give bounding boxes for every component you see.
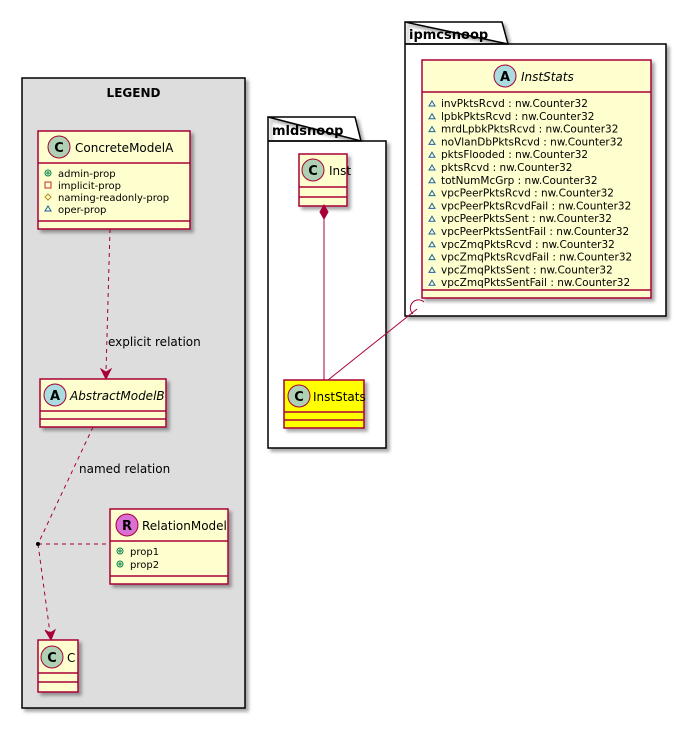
relation-stereotype-icon: R xyxy=(115,513,139,537)
attribute-vpcPeerPktsRcvdFail: vpcPeerPktsRcvdFail : nw.Counter32 xyxy=(441,200,631,212)
svg-text:A: A xyxy=(500,70,510,85)
class-stereotype-icon: C xyxy=(47,135,71,159)
inst-class[interactable]: C Inst xyxy=(298,153,351,207)
svg-text:R: R xyxy=(122,519,132,534)
visibility-package-icon xyxy=(428,189,436,197)
explicit-relation-label: explicit relation xyxy=(108,335,201,349)
visibility-public-icon xyxy=(116,560,124,568)
visibility-package-icon xyxy=(44,205,52,212)
abstract-model-b-name: AbstractModelB xyxy=(69,389,165,403)
legend-package: LEGEND C ConcreteModelA admin-prop impli… xyxy=(21,77,246,709)
c-class-name: C xyxy=(67,651,75,665)
visibility-package-icon xyxy=(428,266,436,273)
prop-prop1: prop1 xyxy=(130,547,159,558)
ipmcsnoop-package-name: ipmcsnoop xyxy=(409,28,488,43)
attribute-pktsRcvd: pktsRcvd : nw.Counter32 xyxy=(441,162,572,174)
visibility-package-icon xyxy=(428,228,436,235)
visibility-package-icon xyxy=(428,138,436,145)
attribute-vpcPeerPktsRcvd: vpcPeerPktsRcvd : nw.Counter32 xyxy=(441,188,614,200)
attribute-mrdLpbkPktsRcvd: mrdLpbkPktsRcvd : nw.Counter32 xyxy=(441,124,618,136)
inheritance-link xyxy=(327,299,425,381)
visibility-public-icon xyxy=(44,169,52,177)
explicit-relation-arrow xyxy=(99,228,113,381)
composition-link xyxy=(319,203,329,380)
inst-class-name: Inst xyxy=(329,164,351,178)
mldsnoop-package-name: mldsnoop xyxy=(272,124,343,139)
concrete-model-a-class[interactable]: C ConcreteModelA admin-prop implicit-pro… xyxy=(37,130,191,230)
svg-text:C: C xyxy=(47,651,57,666)
class-stereotype-icon: C xyxy=(40,645,64,669)
attribute-lpbkPktsRcvd: lpbkPktsRcvd : nw.Counter32 xyxy=(441,111,594,123)
visibility-package-icon xyxy=(428,112,436,120)
attribute-vpcZmqPktsRcvdFail: vpcZmqPktsRcvdFail : nw.Counter32 xyxy=(441,252,632,264)
open-end-icon xyxy=(409,299,425,315)
visibility-package-icon xyxy=(428,125,436,133)
ipmcsnoop-package: ipmcsnoop A InstStats invPktsRcvd : nw.C… xyxy=(404,21,667,317)
legend-title: LEGEND xyxy=(107,86,161,100)
association-point xyxy=(36,542,40,546)
prop-implicit: implicit-prop xyxy=(58,181,121,192)
attribute-vpcZmqPktsRcvd: vpcZmqPktsRcvd : nw.Counter32 xyxy=(441,239,615,251)
visibility-package-icon xyxy=(428,100,436,107)
mldsnoop-inststats-name: InstStats xyxy=(313,390,366,404)
svg-text:C: C xyxy=(54,141,64,156)
visibility-package-icon xyxy=(428,279,436,286)
visibility-package-icon xyxy=(428,202,436,209)
mldsnoop-package: mldsnoop C Inst C InstStats xyxy=(267,116,387,449)
prop-oper: oper-prop xyxy=(58,205,106,216)
class-stereotype-icon: C xyxy=(301,158,325,182)
named-relation-label: named relation xyxy=(79,462,170,476)
ipmcsnoop-inststats-name: InstStats xyxy=(521,70,574,84)
relation-model-class[interactable]: R RelationModel prop1 prop2 xyxy=(109,508,229,585)
attribute-vpcZmqPktsSentFail: vpcZmqPktsSentFail : nw.Counter32 xyxy=(441,277,630,289)
c-class[interactable]: C C xyxy=(37,639,79,693)
prop-naming-readonly: naming-readonly-prop xyxy=(58,193,169,204)
visibility-public-icon xyxy=(116,547,124,555)
visibility-private-icon xyxy=(44,181,52,189)
attribute-invPktsRcvd: invPktsRcvd : nw.Counter32 xyxy=(441,98,588,110)
prop-admin: admin-prop xyxy=(58,169,116,180)
attribute-vpcZmqPktsSent: vpcZmqPktsSent : nw.Counter32 xyxy=(441,264,613,276)
visibility-package-icon xyxy=(428,151,436,158)
svg-text:C: C xyxy=(308,164,318,179)
visibility-protected-icon xyxy=(44,193,52,201)
relation-model-name: RelationModel xyxy=(142,519,227,533)
abstract-stereotype-icon: A xyxy=(43,383,67,407)
visibility-package-icon xyxy=(428,164,436,171)
ipmcsnoop-inststats-class[interactable]: A InstStats invPktsRcvd : nw.Counter32lp… xyxy=(421,59,652,299)
attribute-noVlanDbPktsRcvd: noVlanDbPktsRcvd : nw.Counter32 xyxy=(441,136,623,148)
visibility-package-icon xyxy=(428,215,436,222)
abstract-model-b-class[interactable]: A AbstractModelB xyxy=(39,378,167,428)
attribute-pktsFlooded: pktsFlooded : nw.Counter32 xyxy=(441,149,588,161)
attribute-vpcPeerPktsSentFail: vpcPeerPktsSentFail : nw.Counter32 xyxy=(441,226,629,238)
mldsnoop-inststats-class[interactable]: C InstStats xyxy=(283,379,366,429)
abstract-stereotype-icon: A xyxy=(493,64,517,88)
attribute-vpcPeerPktsSent: vpcPeerPktsSent : nw.Counter32 xyxy=(441,213,612,225)
attribute-totNumMcGrp: totNumMcGrp : nw.Counter32 xyxy=(441,175,598,187)
visibility-package-icon xyxy=(428,253,436,261)
named-relation-link xyxy=(36,426,110,642)
prop-prop2: prop2 xyxy=(130,560,159,571)
svg-text:A: A xyxy=(50,389,60,404)
concrete-model-a-name: ConcreteModelA xyxy=(75,141,174,155)
svg-text:C: C xyxy=(294,390,304,405)
visibility-package-icon xyxy=(428,176,436,184)
class-stereotype-icon: C xyxy=(287,384,311,408)
visibility-package-icon xyxy=(428,240,436,248)
